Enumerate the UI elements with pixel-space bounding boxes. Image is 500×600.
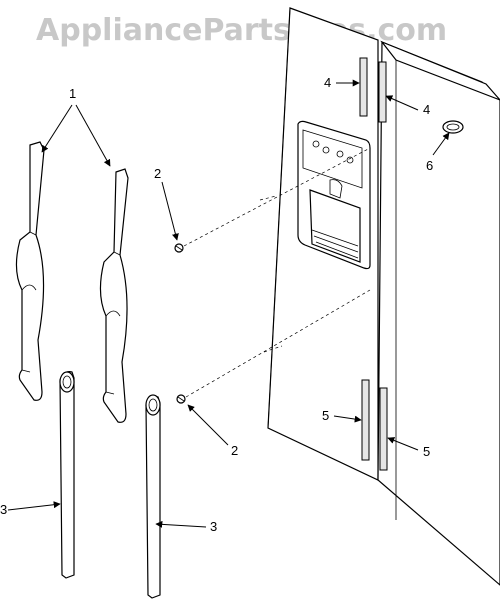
callout-1: 1	[69, 86, 76, 101]
callout-2-lower: 2	[231, 443, 238, 458]
screw-lower	[176, 394, 186, 404]
callout-3-right: 3	[210, 519, 217, 534]
screw-upper	[174, 243, 184, 253]
trim-strip-left-upper	[359, 57, 368, 117]
callout-4-right: 4	[423, 102, 430, 117]
handle-right	[99, 168, 129, 423]
trim-strip-right-upper	[378, 61, 387, 123]
handle-left	[15, 141, 45, 401]
callout-3-left: 3	[0, 502, 7, 517]
right-door	[377, 40, 500, 586]
callout-4-left: 4	[324, 75, 331, 90]
trim-piece-left	[59, 371, 75, 579]
dispenser	[297, 120, 371, 270]
callout-2-upper: 2	[154, 166, 161, 181]
callout-6: 6	[426, 158, 433, 173]
trim-piece-right	[145, 394, 161, 599]
left-door	[267, 7, 379, 481]
callout-5-right: 5	[423, 444, 430, 459]
trim-strip-left-lower	[361, 379, 370, 461]
watermark: AppliancePartsPros.com	[36, 13, 447, 48]
badge-part	[442, 120, 464, 134]
callout-5-left: 5	[322, 408, 329, 423]
trim-strip-right-lower	[379, 387, 388, 471]
